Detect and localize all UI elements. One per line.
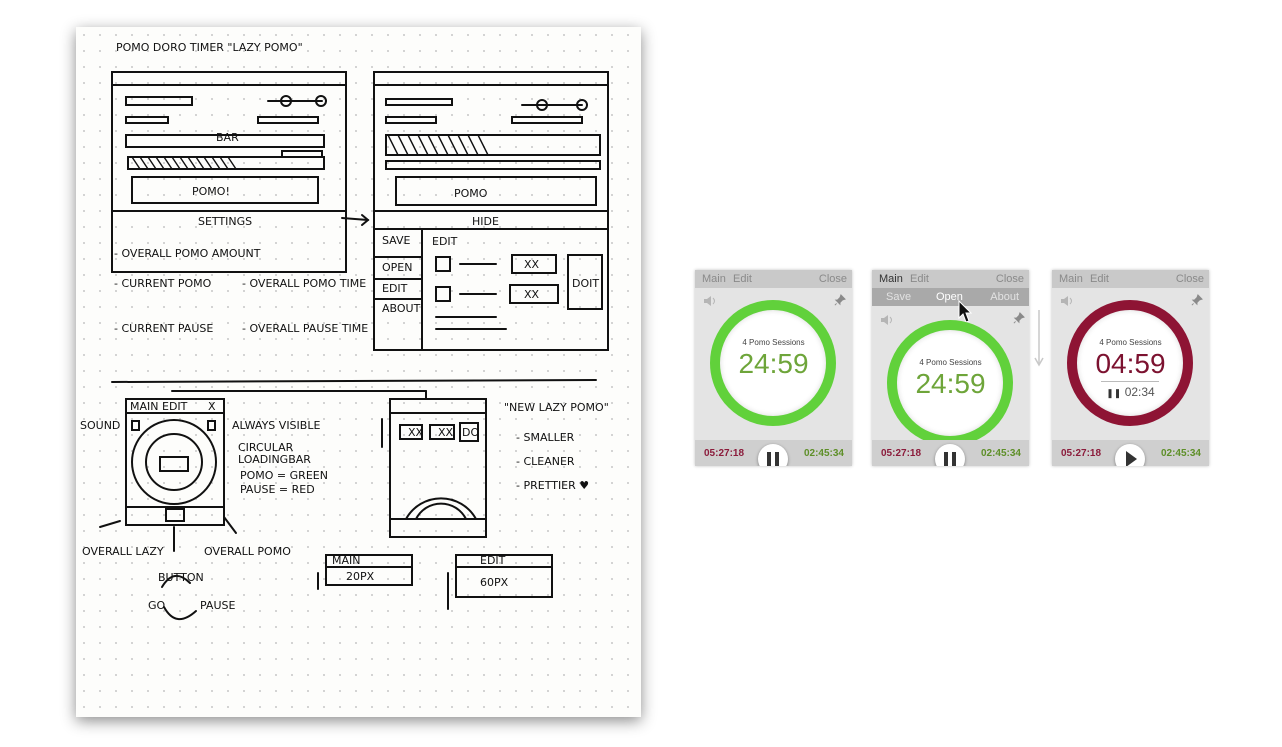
sketch-60px: 60PX (480, 576, 509, 589)
menu-close[interactable]: Close (995, 273, 1024, 285)
sketch-20px-menu: MAIN (332, 554, 361, 567)
timer-display: 24:59 (915, 368, 986, 399)
pause-button[interactable] (935, 444, 965, 466)
sketch-60px-menu: EDIT (480, 554, 506, 567)
main-submenu: Save Open About (872, 288, 1029, 306)
sketch-hide-label: HIDE (472, 215, 499, 228)
timer-display: 04:59 (1095, 348, 1166, 379)
submenu-save[interactable]: Save (886, 291, 912, 303)
sketch-note-3: - OVERALL POMO TIME (242, 277, 366, 290)
progress-ring (710, 300, 836, 426)
sketch-annot-circle-2: LOADINGBAR (238, 453, 311, 466)
menu-edit[interactable]: Edit (733, 273, 752, 285)
overall-pause-time: 05:27:18 (704, 448, 745, 459)
sketch-note-4: - CURRENT PAUSE (114, 322, 213, 335)
sketch-small-xx-1: XX (408, 426, 424, 439)
pin-icon[interactable] (1190, 294, 1204, 306)
sketch-xx-2: XX (524, 288, 540, 301)
sketch-annot-button: BUTTON (158, 571, 204, 584)
menu-close[interactable]: Close (1175, 273, 1204, 285)
menu-bar: Main Edit Close (695, 270, 852, 288)
sketch-side-about: ABOUT (382, 302, 421, 315)
menu-close[interactable]: Close (818, 273, 847, 285)
menu-main[interactable]: Main (702, 273, 726, 285)
session-count: 4 Pomo Sessions (1099, 338, 1162, 347)
sketch-xx-1: XX (524, 258, 540, 271)
pin-icon[interactable] (1012, 312, 1026, 324)
sketch-menu-edit: EDIT (162, 400, 188, 413)
timer-display: 24:59 (738, 348, 809, 379)
pin-icon[interactable] (833, 294, 847, 306)
menu-bar: Main Edit Close (872, 270, 1029, 288)
sketch-title: POMO DORO TIMER "LAZY POMO" (116, 41, 303, 54)
menu-edit[interactable]: Edit (910, 273, 929, 285)
menu-edit[interactable]: Edit (1090, 273, 1109, 285)
speaker-icon[interactable] (703, 295, 717, 307)
sketch-annot-sound: SOUND (80, 419, 120, 432)
sketch-annot-visible: ALWAYS VISIBLE (232, 419, 320, 432)
menu-main[interactable]: Main (1059, 273, 1083, 285)
pause-timer: ❚❚ 02:34 (1052, 385, 1209, 399)
sketch-doit: DOIT (572, 277, 599, 290)
footer-bar: 05:27:18 02:45:34 (695, 440, 852, 466)
sketch-drawing: POMO DORO TIMER "LAZY POMO" BAR POMO! SE… (80, 41, 609, 620)
overall-pause-time: 05:27:18 (881, 448, 922, 459)
sketch-bullet-smaller: - SMALLER (516, 431, 575, 444)
sketch-annot-pause: PAUSE (200, 599, 235, 612)
overall-pause-time: 05:27:18 (1061, 448, 1102, 459)
sketch-annot-circle-1: CIRCULAR (238, 441, 294, 454)
progress-ring (1067, 300, 1193, 426)
speaker-icon[interactable] (880, 314, 894, 326)
pause-icon (944, 452, 956, 466)
pause-time: 02:34 (1124, 385, 1155, 399)
sketch-new-title: "NEW LAZY POMO" (504, 401, 609, 414)
sketch-annot-green: POMO = GREEN (240, 469, 328, 482)
sketch-annot-overall-pomo: OVERALL POMO (204, 545, 291, 558)
overall-pomo-time: 02:45:34 (980, 448, 1021, 459)
speaker-icon[interactable] (1060, 295, 1074, 307)
sketch-note-2: - CURRENT POMO (114, 277, 212, 290)
submenu-open[interactable]: Open (936, 291, 963, 303)
play-button[interactable] (1115, 444, 1145, 466)
sketch-menu-x: X (208, 400, 216, 413)
sketch-annot-red: PAUSE = RED (240, 483, 315, 496)
pause-icon (767, 452, 779, 466)
divider (1101, 381, 1159, 382)
submenu-about[interactable]: About (990, 291, 1019, 303)
menu-main[interactable]: Main (879, 273, 903, 285)
sketch-side-edit: EDIT (382, 282, 408, 295)
pause-button[interactable] (758, 444, 788, 466)
menu-bar: Main Edit Close (1052, 270, 1209, 288)
sketch-bullet-cleaner: - CLEANER (516, 455, 575, 468)
sketch-20px: 20PX (346, 570, 375, 583)
sketch-small-do: DO (462, 426, 479, 439)
sketch-note-5: - OVERALL PAUSE TIME (242, 322, 368, 335)
pause-small-icon: ❚❚ (1106, 388, 1122, 398)
sketch-settings-label: SETTINGS (198, 215, 252, 228)
session-count: 4 Pomo Sessions (742, 338, 805, 347)
arrow-down-icon (1034, 310, 1044, 367)
sketch-pomo2-button: POMO (454, 187, 488, 200)
footer-bar: 05:27:18 02:45:34 (1052, 440, 1209, 466)
sketch-side-save: SAVE (382, 234, 411, 247)
app-mockup-paused: Main Edit Close 4 Pomo Sessions 04:59 ❚❚… (1052, 270, 1209, 466)
sketch-edit-label: EDIT (432, 235, 458, 248)
play-icon (1126, 451, 1137, 466)
sketch-paper: POMO DORO TIMER "LAZY POMO" BAR POMO! SE… (76, 27, 641, 717)
app-mockup-menu-open: Main Edit Close Save Open About 4 Pomo S… (872, 270, 1029, 466)
sketch-pomo-button: POMO! (192, 185, 230, 198)
sketch-annot-go: GO (148, 599, 166, 612)
sketch-bullet-prettier: - PRETTIER ♥ (516, 479, 589, 492)
sketch-annot-overall-lazy: OVERALL LAZY (82, 545, 164, 558)
footer-bar: 05:27:18 02:45:34 (872, 440, 1029, 466)
sketch-menu-main: MAIN (130, 400, 159, 413)
overall-pomo-time: 02:45:34 (1160, 448, 1201, 459)
overall-pomo-time: 02:45:34 (803, 448, 844, 459)
sketch-bar-label: BAR (216, 131, 239, 144)
app-mockup-running: Main Edit Close 4 Pomo Sessions 24:59 05… (695, 270, 852, 466)
sketch-side-open: OPEN (382, 261, 412, 274)
sketch-small-xx-2: XX (438, 426, 454, 439)
sketch-note-1: - OVERALL POMO AMOUNT (114, 247, 261, 260)
session-count: 4 Pomo Sessions (919, 358, 982, 367)
